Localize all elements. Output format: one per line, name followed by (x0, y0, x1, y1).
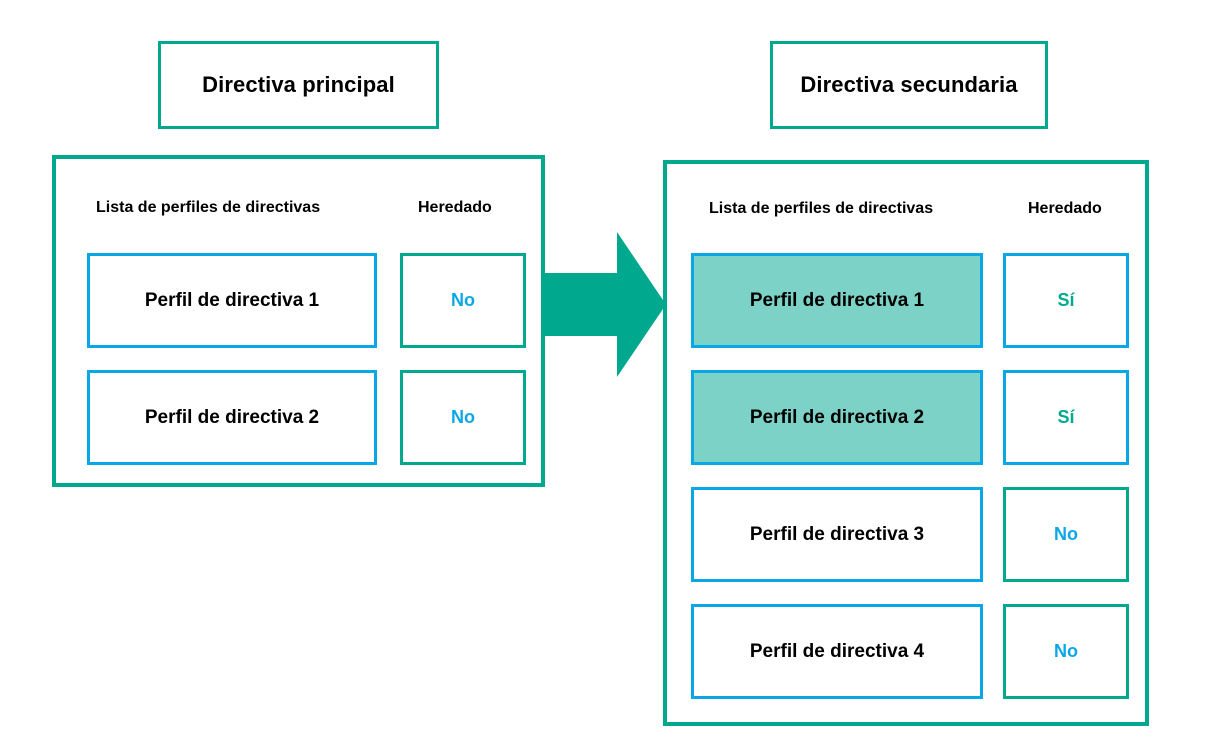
secondary-policy-title-text: Directiva secundaria (800, 72, 1018, 97)
table-row: Perfil de directiva 2 No (56, 159, 541, 465)
primary-inherited-value-1: No (451, 290, 475, 310)
table-row: Perfil de directiva 3 No (667, 164, 1145, 582)
secondary-header-profile-list: Lista de perfiles de directivas (709, 200, 934, 217)
secondary-profile-label-2: Perfil de directiva 2 (749, 406, 925, 428)
table-row: Perfil de directiva 1 Sí (667, 164, 1145, 348)
secondary-profile-label-1: Perfil de directiva 1 (749, 289, 925, 311)
secondary-inherited-value-2: Sí (1057, 407, 1075, 427)
right-block-arrow-icon (544, 232, 666, 377)
secondary-inherited-box-4[interactable]: No (1003, 604, 1129, 699)
primary-inherited-box-1[interactable]: No (400, 253, 526, 348)
secondary-column-headers: Lista de perfiles de directivas Heredado (667, 164, 1145, 224)
secondary-profile-box-4[interactable]: Perfil de directiva 4 (691, 604, 983, 699)
primary-policy-title-box: Directiva principal (158, 41, 439, 129)
secondary-inherited-box-3[interactable]: No (1003, 487, 1129, 582)
secondary-profile-label-4: Perfil de directiva 4 (749, 640, 925, 662)
secondary-inherited-box-1[interactable]: Sí (1003, 253, 1129, 348)
arrow-shape (544, 232, 666, 377)
primary-header-profile-list: Lista de perfiles de directivas (96, 199, 321, 216)
primary-profile-label-1: Perfil de directiva 1 (144, 289, 320, 311)
secondary-profile-box-1[interactable]: Perfil de directiva 1 (691, 253, 983, 348)
secondary-policy-title-box: Directiva secundaria (770, 41, 1048, 129)
primary-policy-panel: Lista de perfiles de directivas Heredado… (52, 155, 545, 487)
secondary-profile-box-3[interactable]: Perfil de directiva 3 (691, 487, 983, 582)
secondary-policy-panel: Lista de perfiles de directivas Heredado… (663, 160, 1149, 726)
primary-policy-title-text: Directiva principal (202, 72, 395, 97)
primary-column-headers: Lista de perfiles de directivas Heredado (56, 159, 541, 219)
primary-profile-label-2: Perfil de directiva 2 (144, 406, 320, 428)
primary-profile-box-2[interactable]: Perfil de directiva 2 (87, 370, 377, 465)
secondary-profile-label-3: Perfil de directiva 3 (749, 523, 925, 545)
secondary-inherited-value-3: No (1054, 524, 1078, 544)
table-row: Perfil de directiva 4 No (667, 164, 1145, 699)
table-row: Perfil de directiva 2 Sí (667, 164, 1145, 465)
table-row: Perfil de directiva 1 No (56, 159, 541, 348)
primary-inherited-value-2: No (451, 407, 475, 427)
secondary-inherited-box-2[interactable]: Sí (1003, 370, 1129, 465)
primary-profile-box-1[interactable]: Perfil de directiva 1 (87, 253, 377, 348)
arrow-svg (544, 232, 666, 377)
secondary-inherited-value-4: No (1054, 641, 1078, 661)
primary-inherited-box-2[interactable]: No (400, 370, 526, 465)
secondary-inherited-value-1: Sí (1057, 290, 1075, 310)
secondary-profile-box-2[interactable]: Perfil de directiva 2 (691, 370, 983, 465)
primary-header-inherited: Heredado (418, 199, 492, 216)
secondary-header-inherited: Heredado (1028, 200, 1102, 217)
